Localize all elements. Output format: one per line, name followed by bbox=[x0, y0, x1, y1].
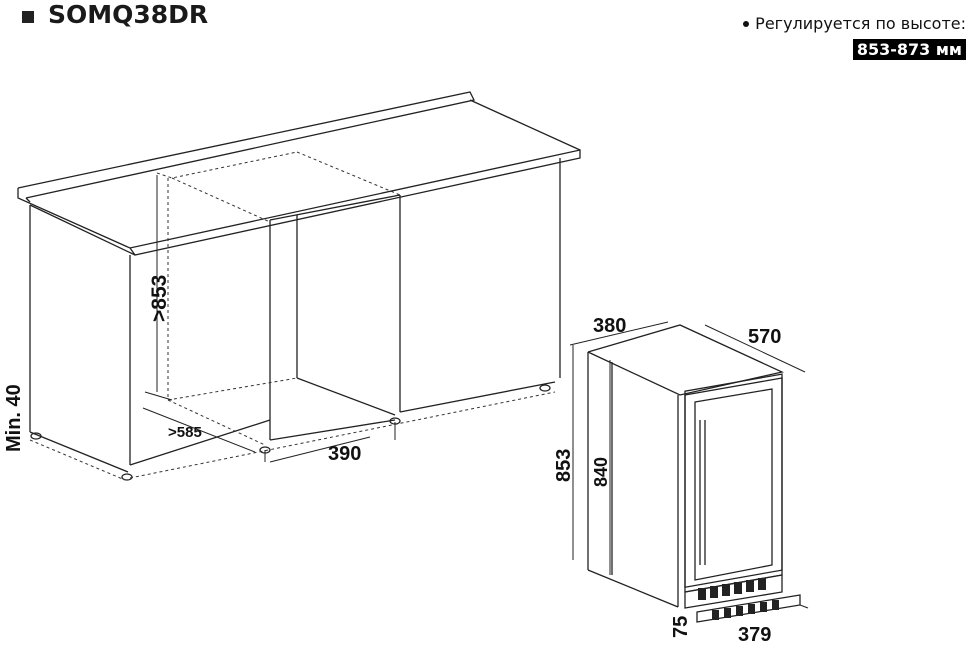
min-gap-label: Min. 40 bbox=[3, 384, 25, 452]
model-title: SOMQ38DR bbox=[22, 0, 208, 29]
depth-label: 570 bbox=[748, 326, 781, 348]
bullet-square-icon bbox=[22, 10, 34, 23]
height-adjust-value: 853-873 мм bbox=[852, 39, 966, 60]
total-height-label: 853 bbox=[553, 449, 575, 482]
kitchen-cabinet-drawing bbox=[17, 91, 581, 481]
niche-height-label: >853 bbox=[148, 275, 171, 322]
niche-depth-label: >585 bbox=[168, 424, 202, 441]
body-height-label: 840 bbox=[591, 457, 611, 487]
model-name: SOMQ38DR bbox=[48, 0, 209, 29]
width-label: 380 bbox=[593, 315, 626, 337]
vent-grille bbox=[698, 578, 779, 620]
niche-dashed-outline bbox=[29, 151, 556, 481]
bullet-dot-icon bbox=[743, 20, 750, 27]
height-adjust-label: Регулируется по высоте: bbox=[755, 14, 966, 33]
height-adjust-note: Регулируется по высоте: 853-873 мм bbox=[743, 14, 966, 60]
plinth-width-label: 379 bbox=[738, 624, 771, 645]
wine-cooler-drawing bbox=[587, 324, 801, 623]
niche-width-label: 390 bbox=[328, 443, 361, 465]
plinth-height-label: 75 bbox=[670, 616, 692, 638]
appliance-dimension-lines bbox=[569, 321, 809, 609]
niche-dimension-lines bbox=[142, 175, 396, 463]
